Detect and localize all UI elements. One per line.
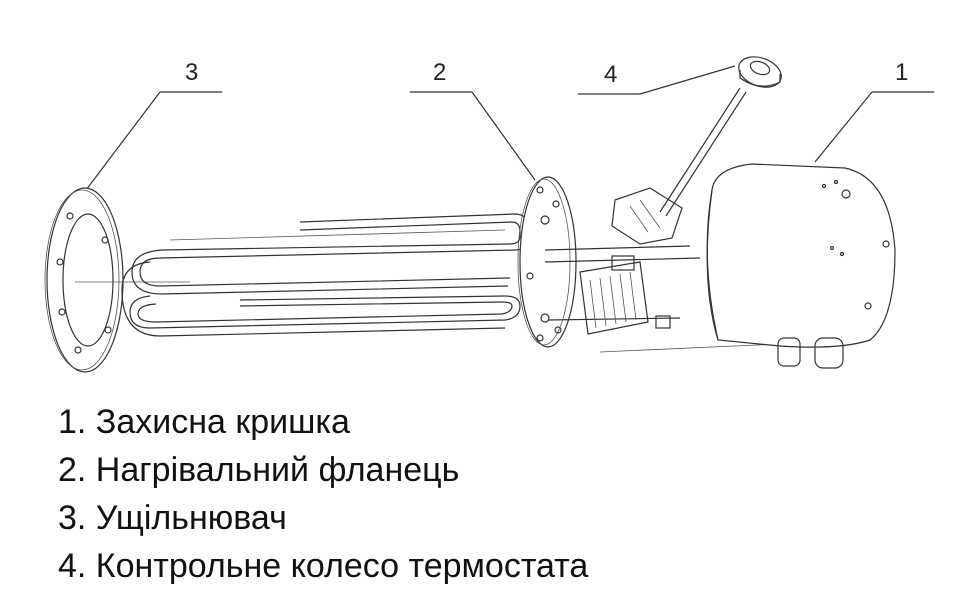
cover-part xyxy=(706,163,896,369)
callout-3-number: 3 xyxy=(185,59,198,86)
gasket-part xyxy=(44,187,190,373)
exploded-heater-diagram: 3 2 4 1 xyxy=(44,56,934,373)
callout-3: 3 xyxy=(79,59,222,199)
legend-item-gasket: 3. Ущільнювач xyxy=(58,499,287,537)
thermostat-knob-part xyxy=(738,56,782,88)
legend-item-flange: 2. Нагрівальний фланець xyxy=(58,451,460,489)
callout-2-number: 2 xyxy=(433,59,446,86)
callout-4: 4 xyxy=(578,61,736,95)
callout-4-number: 4 xyxy=(604,61,617,88)
flange-part xyxy=(517,176,781,353)
legend-item-cover: 1. Захисна кришка xyxy=(58,403,350,441)
callout-1: 1 xyxy=(814,59,934,163)
callout-1-number: 1 xyxy=(895,59,908,86)
callout-2: 2 xyxy=(410,59,536,181)
thermostat-part xyxy=(611,87,747,245)
heating-element xyxy=(121,213,529,337)
parts-legend: 1. Захисна кришка 2. Нагрівальний фланец… xyxy=(58,398,588,590)
legend-item-thermostat-knob: 4. Контрольне колесо термостата xyxy=(58,547,589,585)
terminal-block xyxy=(579,255,671,335)
